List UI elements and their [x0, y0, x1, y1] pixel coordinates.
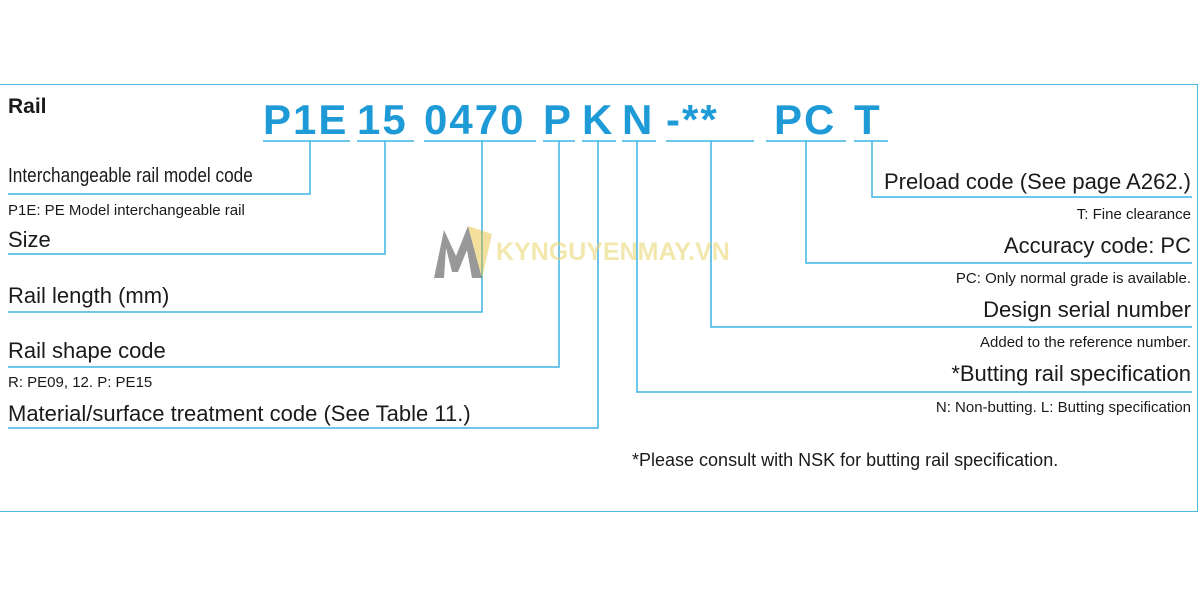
- note-accuracy: PC: Only normal grade is available.: [955, 270, 1191, 287]
- code-model: P1E: [263, 96, 349, 143]
- diagram-frame: [0, 84, 1198, 512]
- label-accuracy: Accuracy code: PC: [1003, 233, 1191, 258]
- watermark-logo: KYNGUYENMAY.VN: [434, 226, 730, 278]
- label-material-code: Material/surface treatment code (See Tab…: [8, 401, 471, 426]
- code-serial: -**: [666, 96, 719, 143]
- note-model-code: P1E: PE Model interchangeable rail: [8, 202, 245, 219]
- code-material: K: [582, 96, 615, 143]
- note-preload: T: Fine clearance: [1076, 206, 1191, 223]
- note-butting: N: Non-butting. L: Butting specification: [935, 399, 1191, 416]
- label-shape-code: Rail shape code: [8, 338, 166, 363]
- label-design-serial: Design serial number: [983, 297, 1191, 322]
- diagram-title: Rail: [8, 95, 47, 118]
- note-shape-code: R: PE09, 12. P: PE15: [8, 374, 153, 391]
- label-butting: *Butting rail specification: [951, 361, 1191, 386]
- footnote: *Please consult with NSK for butting rai…: [632, 450, 1059, 470]
- code-preload: T: [854, 96, 882, 143]
- watermark-text: KYNGUYENMAY.VN: [496, 237, 730, 266]
- code-butting: N: [622, 96, 655, 143]
- logo-mark-icon: [434, 226, 492, 278]
- note-design-serial: Added to the reference number.: [980, 334, 1191, 351]
- label-rail-length: Rail length (mm): [8, 283, 170, 308]
- label-model-code: Interchangeable rail model code: [8, 165, 253, 187]
- code-shape: P: [543, 96, 574, 143]
- label-preload: Preload code (See page A262.): [883, 169, 1191, 194]
- code-length: 0470: [424, 96, 526, 143]
- label-size: Size: [8, 227, 51, 252]
- code-accuracy: PC: [774, 96, 837, 143]
- code-size: 15: [357, 96, 408, 143]
